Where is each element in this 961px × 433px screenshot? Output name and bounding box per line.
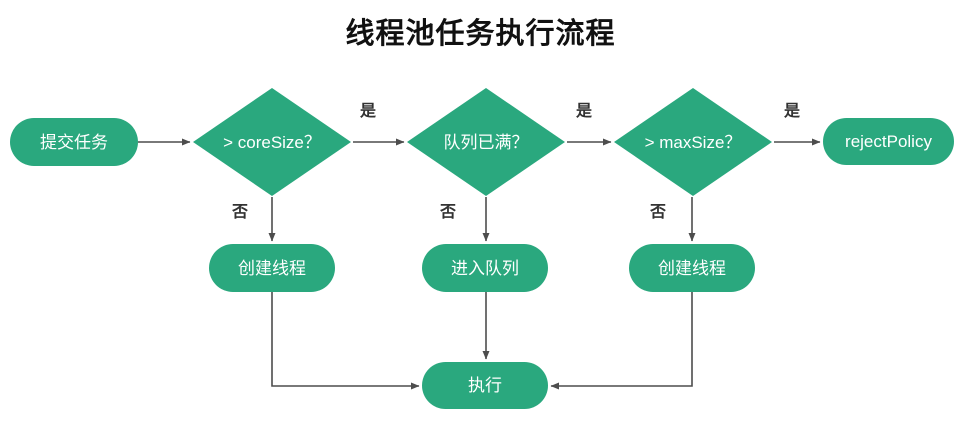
node-create-thread-1: 创建线程 bbox=[209, 244, 335, 292]
node-max-size-decision: > maxSize？ bbox=[614, 88, 772, 196]
node-queue-full-label: 队列已满？ bbox=[443, 132, 529, 152]
node-core-size-decision: > coreSize？ bbox=[193, 88, 351, 196]
node-execute-label: 执行 bbox=[468, 376, 502, 395]
edge-label-max-yes: 是 bbox=[783, 103, 800, 120]
node-execute: 执行 bbox=[422, 362, 548, 409]
edge-label-core-no: 否 bbox=[231, 204, 248, 221]
node-queue-full-decision: 队列已满？ bbox=[407, 88, 565, 196]
edge-label-core-yes: 是 bbox=[359, 103, 376, 120]
edge-label-max-no: 否 bbox=[649, 204, 666, 221]
node-reject-policy-label: rejectPolicy bbox=[845, 132, 932, 151]
node-create-thread-2-label: 创建线程 bbox=[658, 258, 726, 278]
edge-create1-to-execute bbox=[271, 292, 420, 390]
node-create-thread-1-label: 创建线程 bbox=[238, 258, 306, 278]
node-max-size-label: > maxSize？ bbox=[644, 132, 742, 152]
edge-label-queue-yes: 是 bbox=[575, 103, 592, 120]
node-start-label: 提交任务 bbox=[40, 132, 108, 152]
edge-label-queue-no: 否 bbox=[439, 204, 456, 221]
diagram-title: 线程池任务执行流程 bbox=[345, 18, 616, 50]
node-enqueue-label: 进入队列 bbox=[451, 258, 519, 278]
node-start: 提交任务 bbox=[10, 118, 138, 166]
node-core-size-label: > coreSize？ bbox=[223, 132, 321, 152]
node-reject-policy: rejectPolicy bbox=[823, 118, 954, 165]
node-enqueue: 进入队列 bbox=[422, 244, 548, 292]
node-create-thread-2: 创建线程 bbox=[629, 244, 755, 292]
edge-create2-to-execute bbox=[550, 292, 693, 390]
